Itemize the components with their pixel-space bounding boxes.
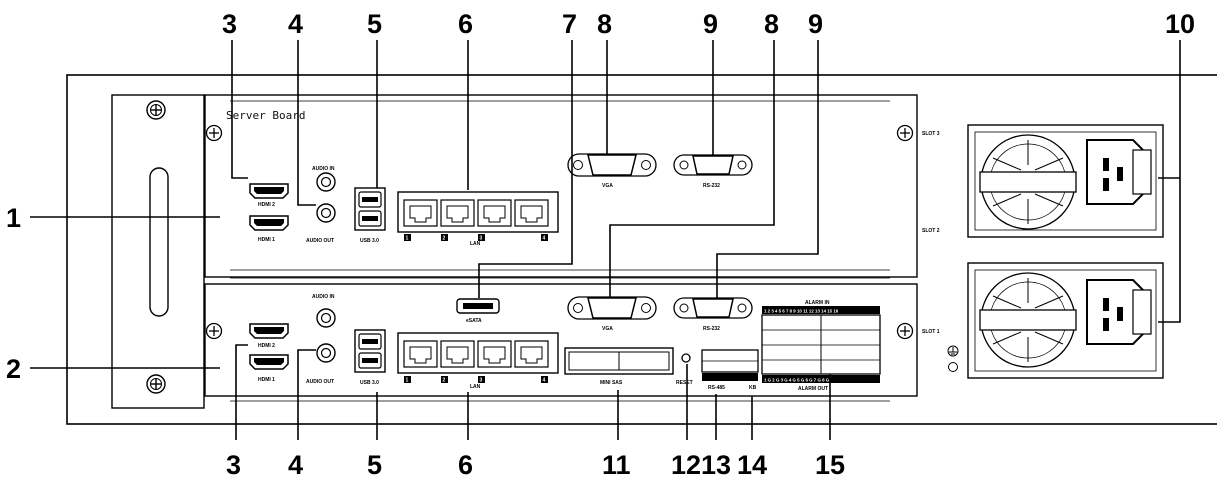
hdmi-2-label: HDMI 2 [258, 343, 275, 349]
alarm-in-pin-strip [762, 306, 880, 314]
lan-label: LAN [470, 384, 481, 390]
lan-port-3: 3 [480, 236, 483, 242]
lan-port-4: 4 [543, 236, 546, 242]
alarm-out-pin-strip [762, 375, 880, 383]
callout-3-bottom: 3 [226, 450, 241, 480]
mini-sas-label: MINI SAS [600, 380, 623, 386]
lan-port-2: 2 [443, 236, 446, 242]
vga-label: VGA [602, 183, 613, 189]
reset-label: RESET [676, 380, 693, 386]
audio-out-jack[interactable] [316, 343, 336, 363]
hdmi-2-port[interactable] [249, 183, 289, 199]
rs232-label: RS-232 [703, 183, 720, 189]
power-supply-upper[interactable] [967, 124, 1164, 238]
power-inlet-icon [1086, 279, 1152, 345]
usb-label: USB 3.0 [360, 238, 379, 244]
vga-port[interactable] [567, 296, 657, 320]
hdmi-2-label: HDMI 2 [258, 202, 275, 208]
callout-7-top: 7 [562, 9, 577, 39]
callout-11-bottom: 11 [602, 450, 631, 480]
screw-icon [896, 322, 914, 340]
audio-in-jack[interactable] [316, 172, 336, 192]
slot-1-label: SLOT 1 [922, 329, 940, 335]
ground-icon [947, 345, 959, 372]
alarm-in-label: ALARM IN [805, 300, 830, 306]
hdmi-1-port[interactable] [249, 354, 289, 370]
callout-2-left: 2 [6, 354, 21, 384]
kb-label: KB [749, 385, 757, 391]
callout-3-top: 3 [222, 9, 237, 39]
power-supply-lower[interactable] [967, 262, 1164, 379]
screw-icon [205, 124, 223, 142]
rs232-label: RS-232 [703, 326, 720, 332]
callout-9-top: 9 [703, 9, 718, 39]
callout-4-top: 4 [288, 9, 303, 39]
callout-1-left: 1 [6, 203, 21, 233]
reset-button[interactable] [681, 353, 691, 363]
rs485-kb-terminal[interactable] [701, 349, 759, 381]
callout-6-top: 6 [458, 9, 473, 39]
callout-14-bottom: 14 [737, 450, 767, 480]
alarm-out-label: ALARM OUT [798, 386, 828, 392]
esata-port[interactable] [456, 298, 500, 314]
audio-out-label: AUDIO OUT [306, 238, 334, 244]
hdmi-1-label: HDMI 1 [258, 237, 275, 243]
leader-lines [30, 40, 1181, 440]
alarm-in-pins: 1 2 3 4 5 6 7 8 9 10 11 12 13 14 15 16 [764, 309, 839, 314]
esata-label: eSATA [466, 318, 482, 324]
usb-ports[interactable] [354, 187, 386, 231]
callout-8-top: 8 [597, 9, 612, 39]
rs232-port[interactable] [673, 297, 753, 319]
screw-icon [146, 100, 166, 120]
screw-icon [146, 374, 166, 394]
audio-in-label: AUDIO IN [312, 294, 335, 300]
lan-port-3: 3 [480, 378, 483, 384]
screw-icon [896, 124, 914, 142]
callout-12-bottom: 12 [671, 450, 701, 480]
callout-6-bottom: 6 [458, 450, 473, 480]
callout-5-top: 5 [367, 9, 382, 39]
vga-port[interactable] [567, 153, 657, 177]
callout-10-top: 10 [1165, 9, 1195, 39]
mini-sas-port[interactable] [564, 347, 674, 375]
usb-ports[interactable] [354, 329, 386, 373]
slot-2-label: SLOT 2 [922, 228, 940, 234]
screw-icon [205, 322, 223, 340]
rs232-port[interactable] [673, 154, 753, 176]
power-inlet-icon [1086, 139, 1152, 205]
alarm-terminal-block[interactable] [761, 314, 881, 375]
usb-label: USB 3.0 [360, 380, 379, 386]
vga-label: VGA [602, 326, 613, 332]
audio-in-jack[interactable] [316, 308, 336, 328]
lan-port-1: 1 [406, 378, 409, 384]
rs485-label: RS-485 [708, 385, 725, 391]
callout-15-bottom: 15 [815, 450, 845, 480]
hdmi-1-port[interactable] [249, 215, 289, 231]
hdmi-2-port[interactable] [249, 323, 289, 339]
lan-port-1: 1 [406, 236, 409, 242]
server-board-label: Server Board [226, 109, 305, 122]
left-blank-plate [111, 94, 205, 409]
callout-8b-top: 8 [764, 9, 779, 39]
lan-ports[interactable] [397, 191, 559, 233]
lan-port-2: 2 [443, 378, 446, 384]
audio-out-label: AUDIO OUT [306, 379, 334, 385]
upper-board: Server Board HDMI 2 HDMI 1 AUDIO IN [204, 94, 918, 278]
callout-4-bottom: 4 [288, 450, 303, 480]
lower-board: HDMI 2 HDMI 1 AUDIO IN AUDIO OUT USB 3.0 [204, 277, 918, 402]
slot-3-label: SLOT 3 [922, 131, 940, 137]
audio-in-label: AUDIO IN [312, 166, 335, 172]
callout-5-bottom: 5 [367, 450, 382, 480]
alarm-out-pins: 1 G 2 G 3 G 4 G 5 G 6 G 7 G 8 G [764, 378, 830, 383]
lan-port-4: 4 [543, 378, 546, 384]
callout-13-bottom: 13 [701, 450, 731, 480]
audio-out-jack[interactable] [316, 203, 336, 223]
hdmi-1-label: HDMI 1 [258, 377, 275, 383]
lan-ports[interactable] [397, 332, 559, 374]
callout-9b-top: 9 [808, 9, 823, 39]
lan-label: LAN [470, 241, 481, 247]
